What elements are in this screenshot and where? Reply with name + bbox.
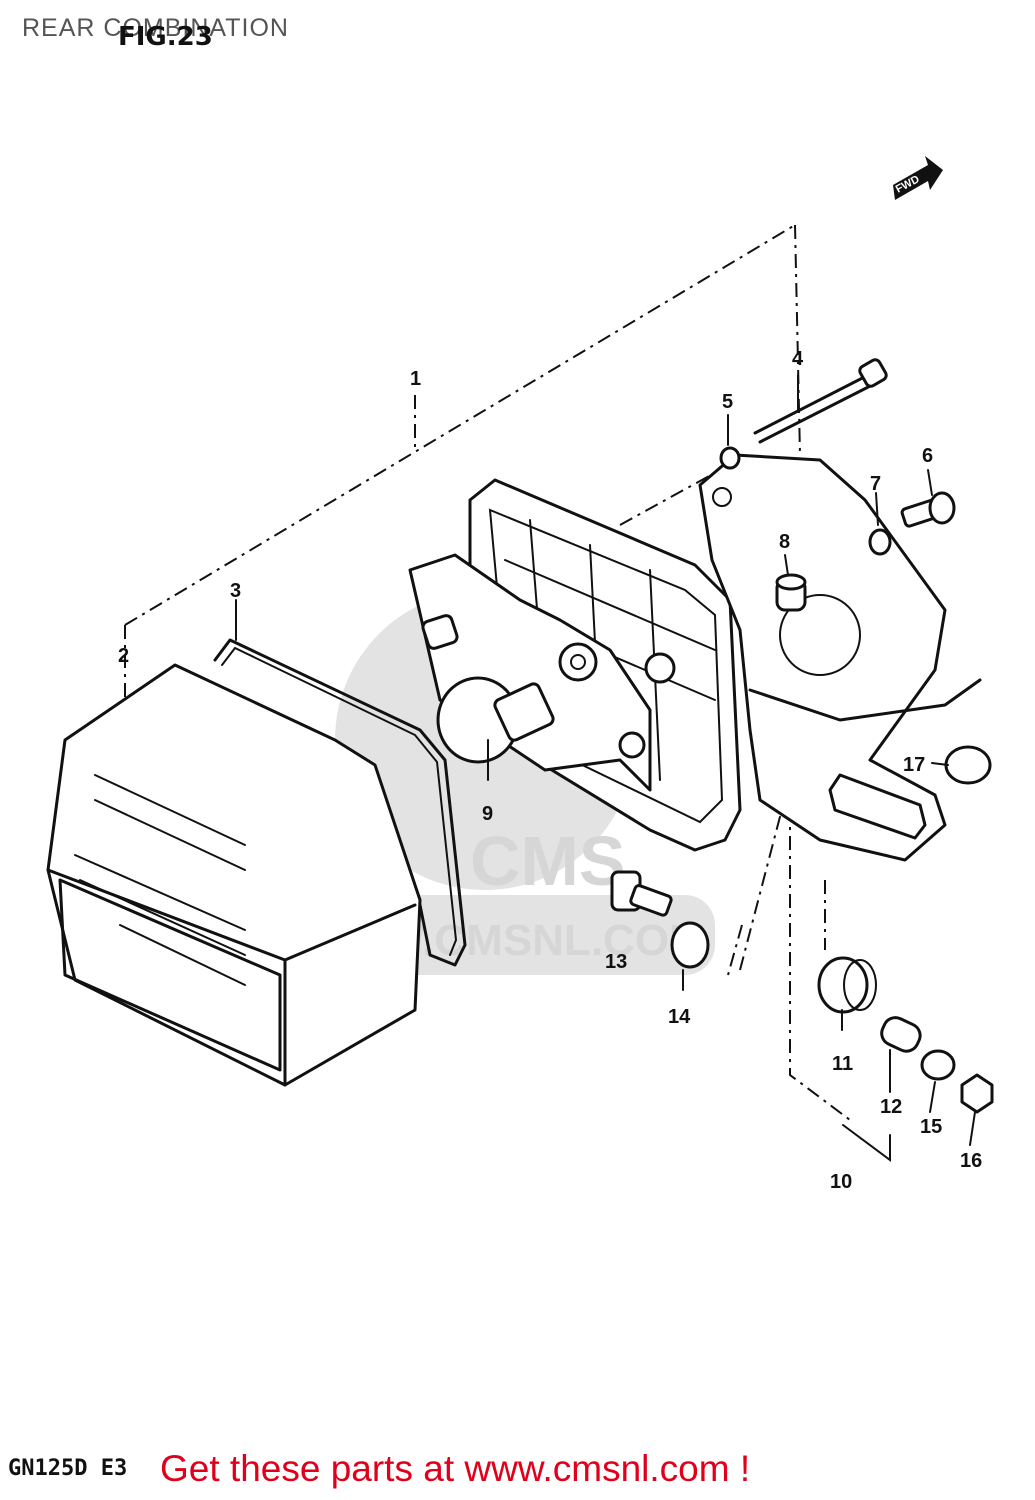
nut-16 [960,1073,994,1114]
long-bolt [753,358,888,444]
callout-10: 10 [830,1171,852,1193]
figure-label: FIG.23 [118,22,213,52]
callout-14: 14 [668,1006,691,1028]
callout-5: 5 [722,391,733,413]
collar-12 [880,1016,922,1053]
callout-1: 1 [410,368,421,390]
callout-6: 6 [922,445,933,467]
callout-8: 8 [779,531,790,553]
callout-11: 11 [832,1053,853,1075]
callout-4: 4 [792,348,804,370]
callout-17: 17 [903,754,925,776]
watermark-brand: CMS [470,822,626,900]
washer-15 [920,1049,956,1081]
promo-link[interactable]: Get these parts at www.cmsnl.com ! [160,1448,751,1489]
callout-16: 16 [960,1150,982,1172]
tail-lamp-lens [46,663,422,1087]
callout-numbers: 1 2 3 4 5 6 7 8 9 10 11 12 13 14 15 16 1… [118,348,982,1193]
screw-6 [900,491,956,528]
assembly-lines [124,224,851,1121]
model-code: GN125D E3 [8,1456,128,1481]
callout-15: 15 [920,1116,942,1138]
callout-9: 9 [482,803,493,825]
grommet-17 [944,745,992,785]
callout-2: 2 [118,645,129,667]
license-bracket [698,453,982,862]
washer-7 [868,528,892,556]
callout-12: 12 [880,1096,902,1118]
washer-14 [670,921,710,969]
cushion-11 [817,956,877,1014]
washer-5 [719,446,741,470]
forward-arrow-icon: FWD [893,156,943,200]
bulb [436,676,555,764]
callout-13: 13 [605,951,627,973]
callout-3: 3 [230,580,241,602]
spacer-8 [775,573,807,612]
callout-7: 7 [870,473,881,495]
page-title: REAR COMBINATION [22,14,289,42]
leader-lines [235,374,976,1162]
bolt-13 [610,870,673,917]
lens-gasket [213,638,467,967]
